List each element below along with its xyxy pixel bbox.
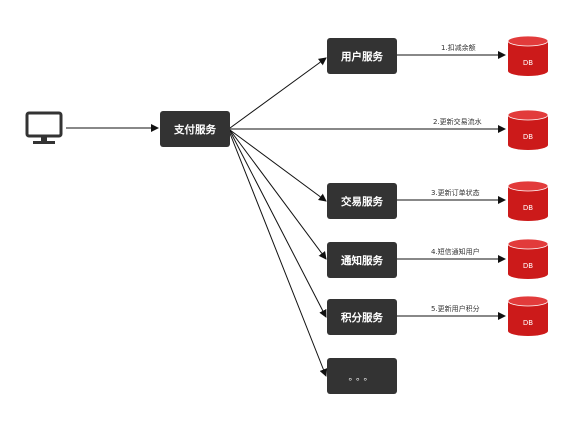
more-services-label: 。。。: [348, 373, 375, 383]
notify-service-node: 通知服务: [327, 242, 397, 278]
trade-service-node: 交易服务: [327, 183, 397, 219]
db-label: DB: [523, 204, 533, 212]
edge-label-flow-db: 2.更新交易流水: [433, 117, 482, 126]
edge-payment-more: [228, 130, 328, 377]
payment-service-node: 支付服务: [160, 111, 230, 147]
database-cylinder-icon: DB: [507, 180, 549, 221]
edge-label-notify-db: 4.短信通知用户: [431, 247, 480, 256]
payment-service-label: 支付服务: [173, 123, 216, 136]
points-service-node: 积分服务: [327, 299, 397, 335]
points-service-label: 积分服务: [341, 311, 383, 324]
database-cylinder-icon: DB: [507, 109, 549, 150]
edge-payment-user: [229, 57, 327, 129]
edge-label-trade-db: 3.更新订单状态: [431, 188, 480, 197]
monitor-icon: [25, 111, 63, 144]
user-service-label: 用户服务: [340, 50, 383, 63]
edge-payment-trade: [229, 129, 327, 202]
edge-label-user-db: 1.扣减余额: [441, 43, 476, 52]
db-label: DB: [523, 59, 533, 67]
more-services-node: 。。。: [327, 358, 397, 394]
user-service-node: 用户服务: [327, 38, 397, 74]
trade-service-label: 交易服务: [341, 195, 383, 208]
edge-payment-points: [229, 130, 327, 318]
edge-label-points-db: 5.更新用户积分: [431, 304, 480, 313]
database-cylinder-icon: DB: [507, 295, 549, 336]
db-label: DB: [523, 262, 533, 270]
db-label: DB: [523, 319, 533, 327]
edges: [66, 51, 506, 377]
edge-payment-notify: [229, 129, 327, 260]
db-label: DB: [523, 133, 533, 141]
database-cylinder-icon: DB: [507, 35, 549, 76]
notify-service-label: 通知服务: [341, 254, 383, 267]
database-cylinder-icon: DB: [507, 238, 549, 279]
